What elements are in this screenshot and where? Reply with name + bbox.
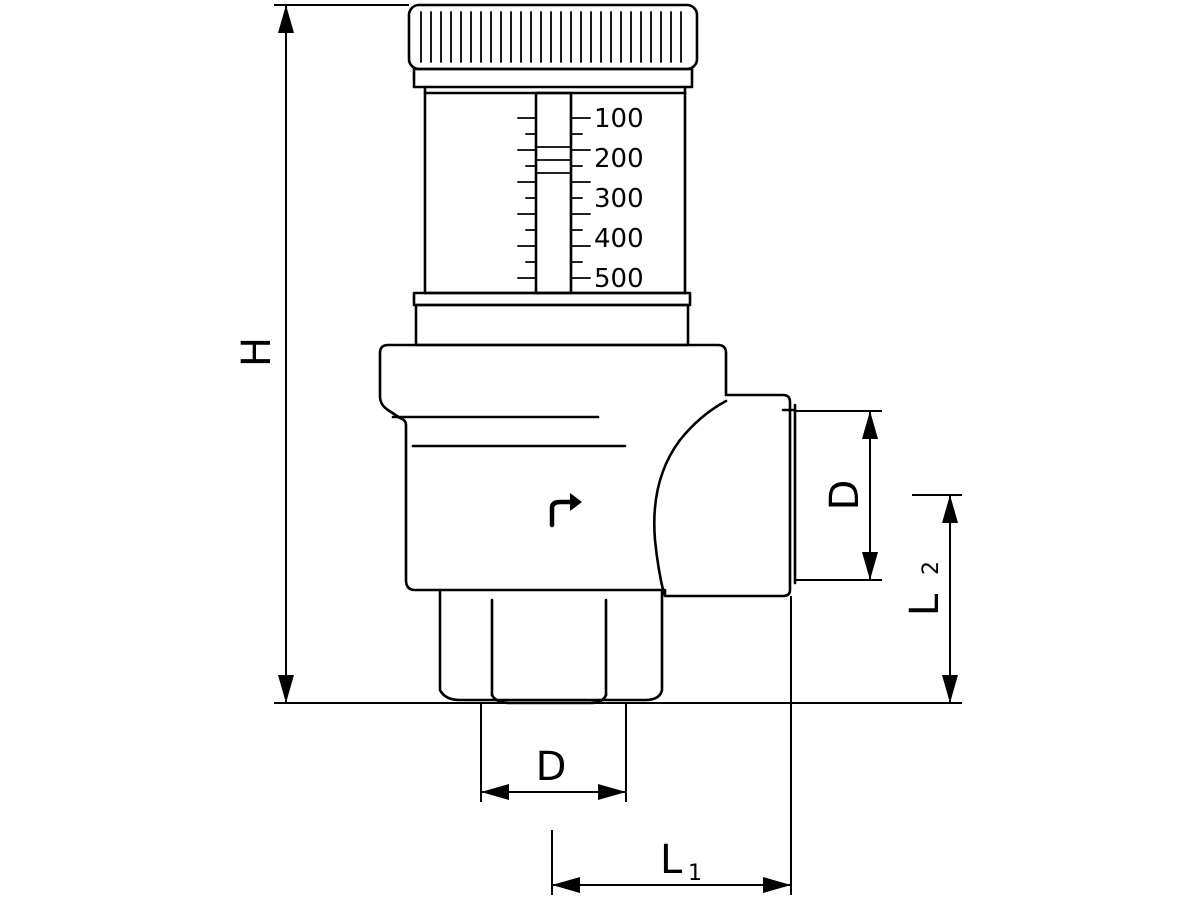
l1-subscript: 1 (688, 861, 702, 886)
inlet-diameter-dimension: D (480, 703, 627, 802)
l2-label: L (902, 593, 948, 616)
scale-housing: 100 200 300 400 500 (412, 85, 692, 347)
scale-ticks (517, 117, 591, 279)
outlet-diameter-dimension: D (795, 410, 882, 581)
adjustment-knob (407, 3, 699, 89)
dimensions: H D L 2 D (234, 4, 962, 895)
outlet-diameter-label: D (822, 480, 868, 511)
scale-labels: 100 200 300 400 500 (594, 104, 644, 294)
l1-label: L (660, 837, 683, 883)
inlet-fitting (438, 588, 664, 705)
scale-label-300: 300 (594, 184, 644, 214)
scale-label-100: 100 (594, 104, 644, 134)
l2-dimension: L 2 (902, 494, 962, 703)
pressure-indicator-strip (534, 91, 573, 295)
scale-label-500: 500 (594, 264, 644, 294)
valve-body (378, 343, 797, 598)
flow-direction-arrow-icon (549, 493, 582, 528)
l1-dimension: L 1 (551, 596, 792, 895)
height-label: H (234, 337, 280, 367)
l2-subscript: 2 (919, 561, 944, 575)
scale-label-200: 200 (594, 144, 644, 174)
knob-knurling (420, 11, 682, 63)
scale-label-400: 400 (594, 224, 644, 254)
inlet-diameter-label: D (536, 744, 567, 790)
height-dimension: H (234, 5, 294, 703)
